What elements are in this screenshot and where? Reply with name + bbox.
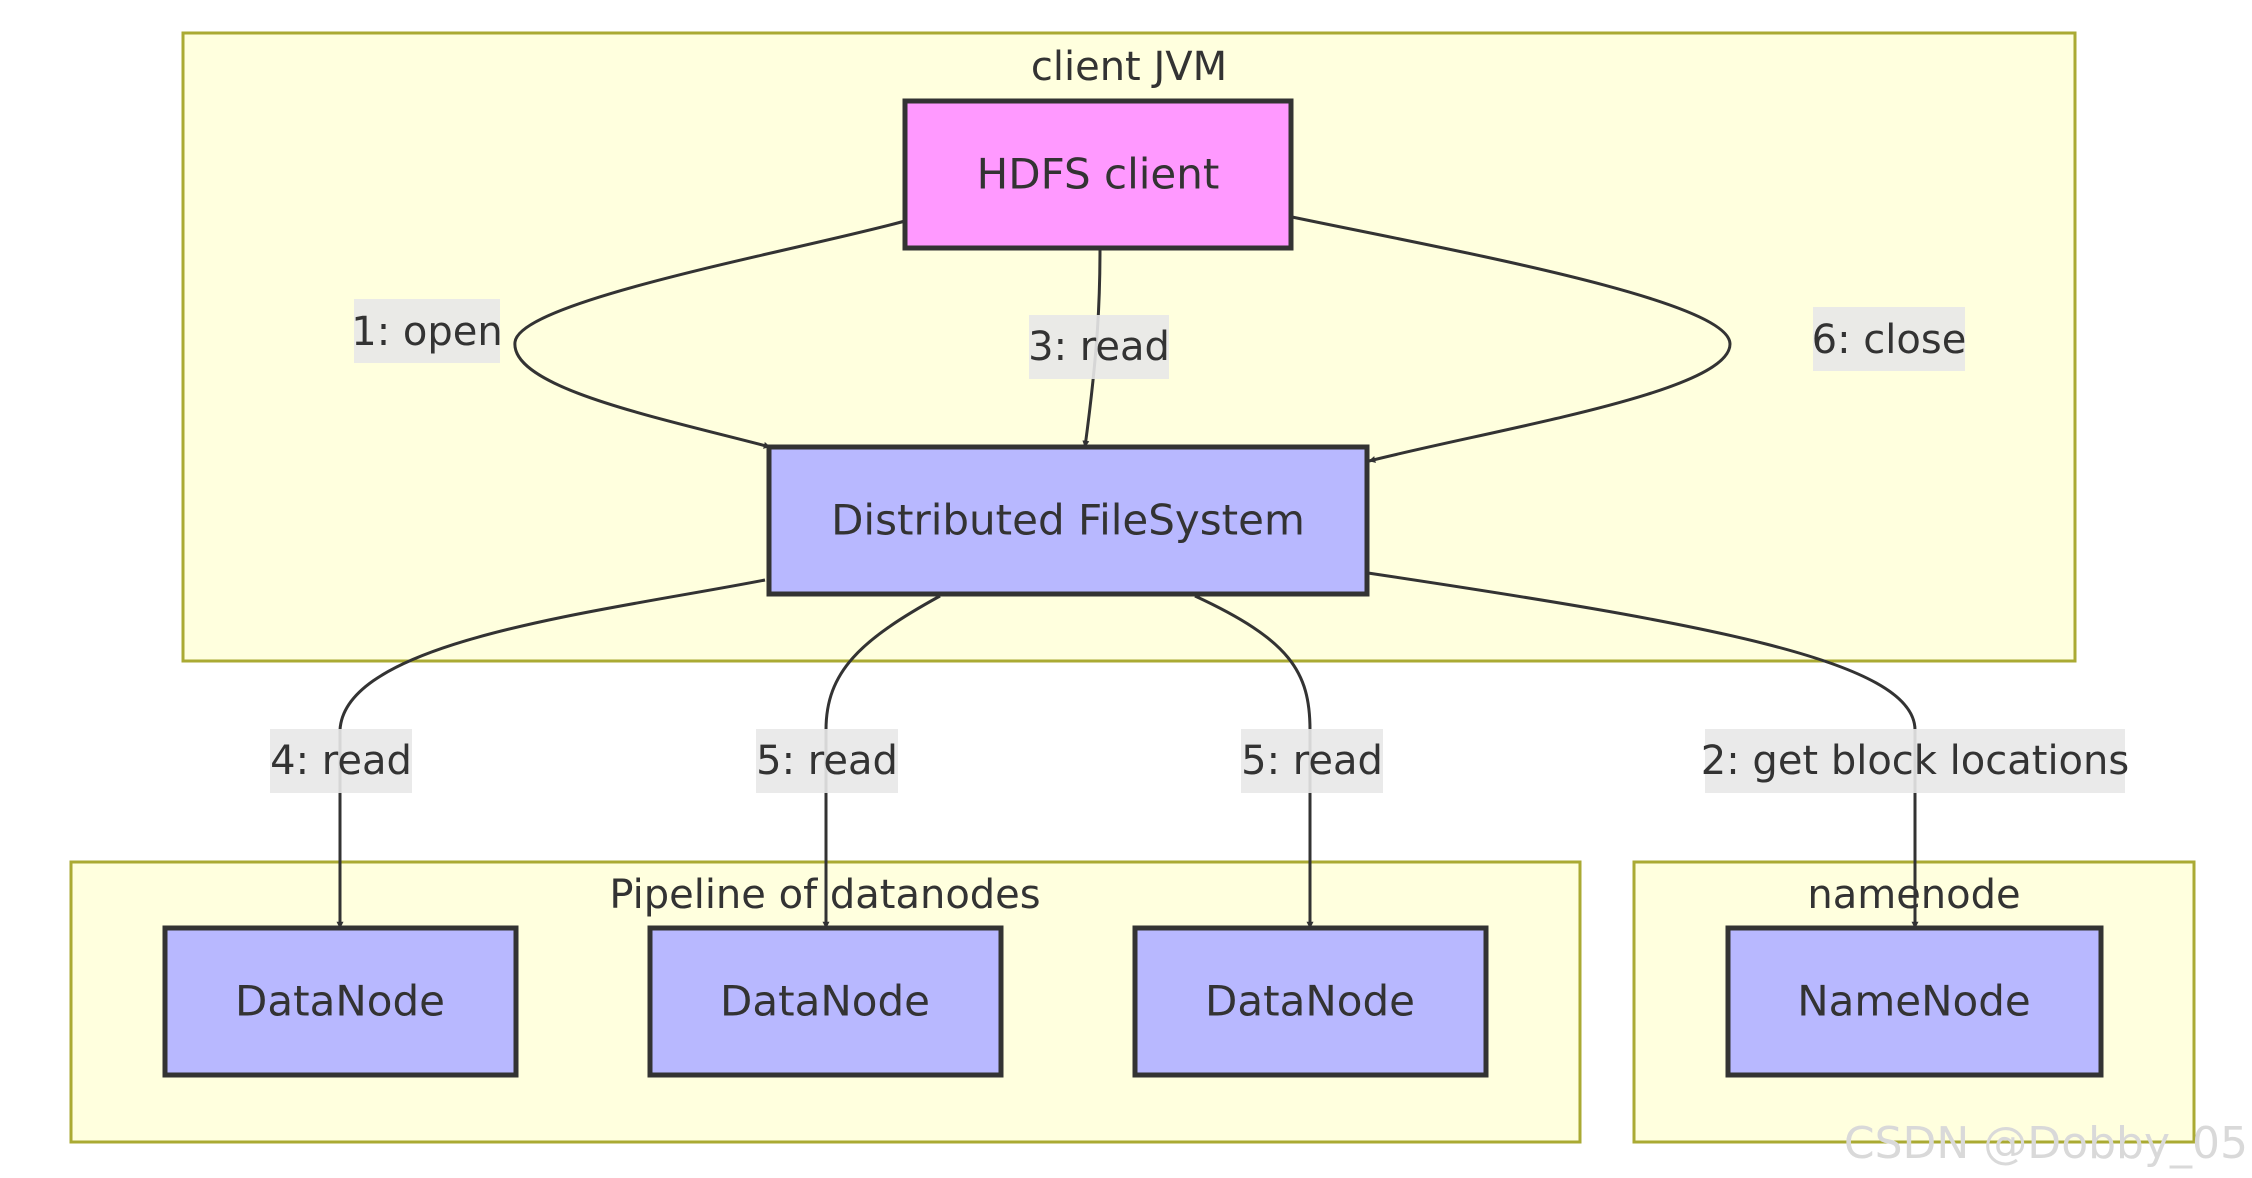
edge-label-open-bg: [354, 299, 500, 363]
edge-close: [1291, 215, 1732, 463]
node-datanode-1: DataNode: [162, 925, 519, 1078]
cluster-client-jvm-label: client JVM: [1031, 44, 1227, 90]
edge-label-get-block-locations: 2: get block locations: [1701, 729, 2129, 793]
watermark-text: CSDN @Dobby_05: [1844, 1118, 2248, 1169]
node-datanode-1-label: DataNode: [235, 977, 445, 1026]
node-distributed-filesystem: Distributed FileSystem: [766, 444, 1370, 597]
node-datanode-3-box: [1132, 925, 1489, 1078]
edge-label-read-dn1-bg: [270, 729, 412, 793]
node-hdfs-client: HDFS client: [902, 98, 1294, 251]
edge-read-dn1: [336, 578, 766, 929]
edge-label-open: 1: open: [351, 299, 503, 363]
node-datanode-2-label: DataNode: [720, 977, 930, 1026]
edge-label-read-client: 3: read: [1028, 315, 1170, 379]
edge-get-block-locations: [1367, 571, 1919, 929]
node-namenode-box: [1725, 925, 2104, 1078]
edge-labels: 1: open 3: read 6: close 4: read 5: read…: [270, 299, 2129, 793]
edge-label-read-dn3: 5: read: [1241, 729, 1383, 793]
edge-label-get-block-locations-bg: [1705, 729, 2125, 793]
node-datanode-3-label: DataNode: [1205, 977, 1415, 1026]
node-datanode-2-box: [647, 925, 1004, 1078]
edge-label-get-block-locations-text: 2: get block locations: [1701, 738, 2129, 784]
edge-label-read-dn2: 5: read: [756, 729, 898, 793]
node-namenode-label: NameNode: [1797, 977, 2031, 1026]
edge-label-read-client-text: 3: read: [1028, 324, 1170, 370]
node-datanode-2: DataNode: [647, 925, 1004, 1078]
edges: [336, 215, 1919, 929]
edge-read-dn3: [1194, 594, 1314, 929]
edge-label-read-dn2-text: 5: read: [756, 738, 898, 784]
edge-open: [513, 219, 906, 449]
edge-label-read-dn1: 4: read: [270, 729, 412, 793]
node-datanode-1-box: [162, 925, 519, 1078]
node-hdfs-client-label: HDFS client: [977, 150, 1220, 199]
edge-label-read-dn3-text: 5: read: [1241, 738, 1383, 784]
node-distributed-filesystem-box: [766, 444, 1370, 597]
edge-label-close-text: 6: close: [1812, 317, 1967, 363]
edge-label-close-bg: [1813, 307, 1965, 371]
edge-label-read-dn1-text: 4: read: [270, 738, 412, 784]
node-datanode-3: DataNode: [1132, 925, 1489, 1078]
edge-label-close: 6: close: [1812, 307, 1967, 371]
edge-label-read-dn3-bg: [1241, 729, 1383, 793]
node-distributed-filesystem-label: Distributed FileSystem: [831, 496, 1305, 545]
edge-label-open-text: 1: open: [351, 309, 502, 355]
edge-read-dn2: [822, 594, 941, 929]
edge-label-read-client-bg: [1029, 315, 1169, 379]
node-hdfs-client-box: [902, 98, 1294, 251]
edge-label-read-dn2-bg: [756, 729, 898, 793]
node-namenode: NameNode: [1725, 925, 2104, 1078]
